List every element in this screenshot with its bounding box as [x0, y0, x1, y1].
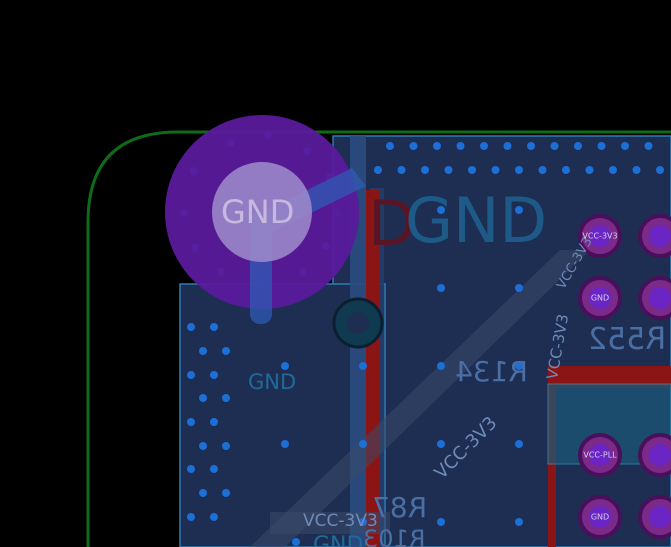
pad-label-vccpll: VCC-PLL — [583, 450, 617, 460]
via — [359, 518, 367, 526]
via — [187, 418, 195, 426]
horizontal-band — [270, 512, 390, 534]
via — [562, 166, 570, 174]
via — [292, 538, 300, 546]
via — [199, 442, 207, 450]
ref-r87[interactable]: R87 — [372, 491, 428, 524]
via — [437, 362, 445, 370]
via — [199, 394, 207, 402]
via — [538, 166, 547, 174]
via — [644, 142, 653, 150]
via — [281, 362, 289, 370]
via — [437, 206, 445, 214]
via — [515, 518, 523, 526]
via — [456, 142, 465, 150]
via — [374, 166, 382, 174]
via — [210, 465, 218, 473]
via — [437, 284, 445, 292]
via — [550, 142, 559, 150]
via — [632, 166, 641, 174]
via — [515, 440, 523, 448]
mounting-hole — [212, 162, 312, 262]
via — [199, 489, 207, 497]
mounting-pad-net-label: GND — [221, 193, 295, 231]
via — [222, 442, 230, 450]
via — [210, 371, 218, 379]
via — [437, 440, 445, 448]
via — [187, 465, 195, 473]
via — [187, 323, 195, 331]
via — [210, 513, 218, 521]
via — [281, 440, 289, 448]
pad-column — [578, 214, 671, 539]
pad-label-vcc: VCC-3V3 — [582, 231, 618, 241]
ref-r552[interactable]: R552 — [588, 322, 667, 357]
via — [468, 166, 476, 174]
via — [515, 362, 523, 370]
via — [409, 142, 418, 150]
via — [480, 142, 488, 150]
via — [515, 206, 523, 214]
via — [433, 142, 441, 150]
via — [359, 362, 367, 370]
via — [503, 142, 512, 150]
via — [585, 166, 594, 174]
copper-zone-top — [332, 135, 671, 547]
via — [187, 513, 195, 521]
via — [437, 518, 445, 526]
via — [574, 142, 582, 150]
via — [199, 347, 207, 355]
ref-r134[interactable]: R134 — [455, 355, 528, 388]
via — [491, 166, 500, 174]
via — [656, 166, 664, 174]
via — [359, 440, 367, 448]
via — [597, 142, 606, 150]
via — [222, 394, 230, 402]
diagonal-band-1 — [250, 250, 590, 547]
trace-red-2 — [548, 366, 671, 388]
pad-label-gnd-2: GND — [590, 512, 610, 522]
zone-net-label: GND — [405, 184, 548, 257]
via — [527, 142, 535, 150]
via — [621, 142, 629, 150]
pad-label-gnd: GND — [590, 293, 610, 303]
via — [397, 166, 406, 174]
via — [222, 347, 230, 355]
via — [210, 418, 218, 426]
net-label-bottom: GND — [313, 533, 364, 547]
via — [515, 166, 523, 174]
net-label-vcc-1: VCC-3V3 — [303, 511, 378, 531]
via — [187, 371, 195, 379]
zone-net-label-small: GND — [248, 370, 297, 394]
board-edge — [86, 130, 671, 547]
via — [210, 323, 218, 331]
via — [386, 142, 394, 150]
ghost-letter: D — [368, 187, 416, 260]
via — [444, 166, 453, 174]
via — [609, 166, 617, 174]
via — [421, 166, 429, 174]
via — [515, 284, 523, 292]
via — [222, 489, 230, 497]
